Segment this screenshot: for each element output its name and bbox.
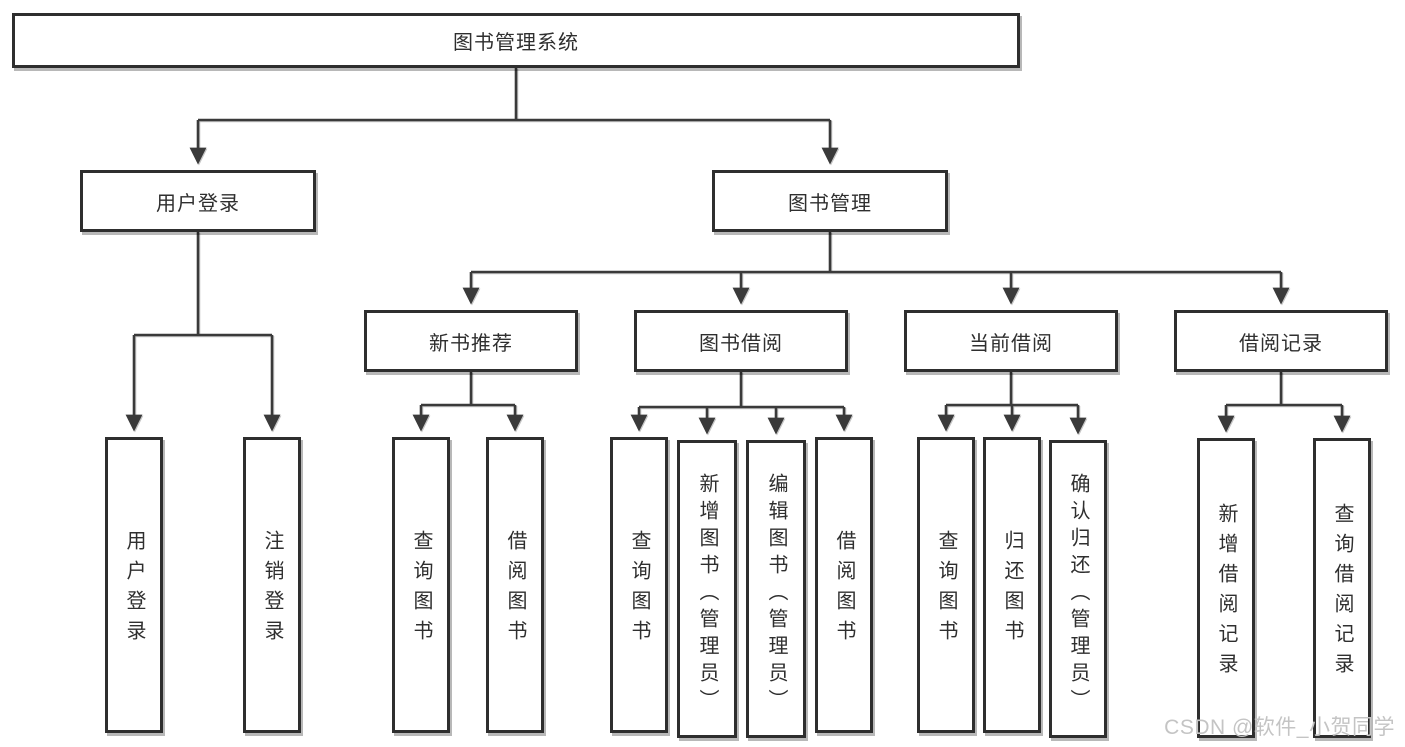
node-book-management-system: 图书管理系统 — [12, 13, 1020, 68]
node-current-borrowing: 当前借阅 — [904, 310, 1118, 372]
node-leaf-logout: 注销登录 — [243, 437, 301, 733]
node-leaf-query-books-3: 查询图书 — [917, 437, 975, 733]
node-leaf-query-books-1: 查询图书 — [392, 437, 450, 733]
node-leaf-return-books: 归还图书 — [983, 437, 1041, 733]
node-leaf-add-books-admin: 新增图书（管理员） — [677, 440, 737, 738]
node-leaf-query-borrow-record: 查询借阅记录 — [1313, 438, 1371, 738]
node-leaf-borrow-books-1: 借阅图书 — [486, 437, 544, 733]
node-leaf-confirm-return-admin: 确认归还（管理员） — [1049, 440, 1107, 738]
node-book-borrowing: 图书借阅 — [634, 310, 848, 372]
node-leaf-query-books-2: 查询图书 — [610, 437, 668, 733]
node-leaf-edit-books-admin: 编辑图书（管理员） — [746, 440, 806, 738]
node-leaf-user-login: 用户登录 — [105, 437, 163, 733]
node-leaf-borrow-books-2: 借阅图书 — [815, 437, 873, 733]
node-book-management: 图书管理 — [712, 170, 948, 232]
node-leaf-add-borrow-record: 新增借阅记录 — [1197, 438, 1255, 738]
node-user-login: 用户登录 — [80, 170, 316, 232]
node-borrowing-records: 借阅记录 — [1174, 310, 1388, 372]
csdn-watermark: CSDN @软件_小贺同学 — [1164, 716, 1395, 739]
node-new-book-recommendation: 新书推荐 — [364, 310, 578, 372]
